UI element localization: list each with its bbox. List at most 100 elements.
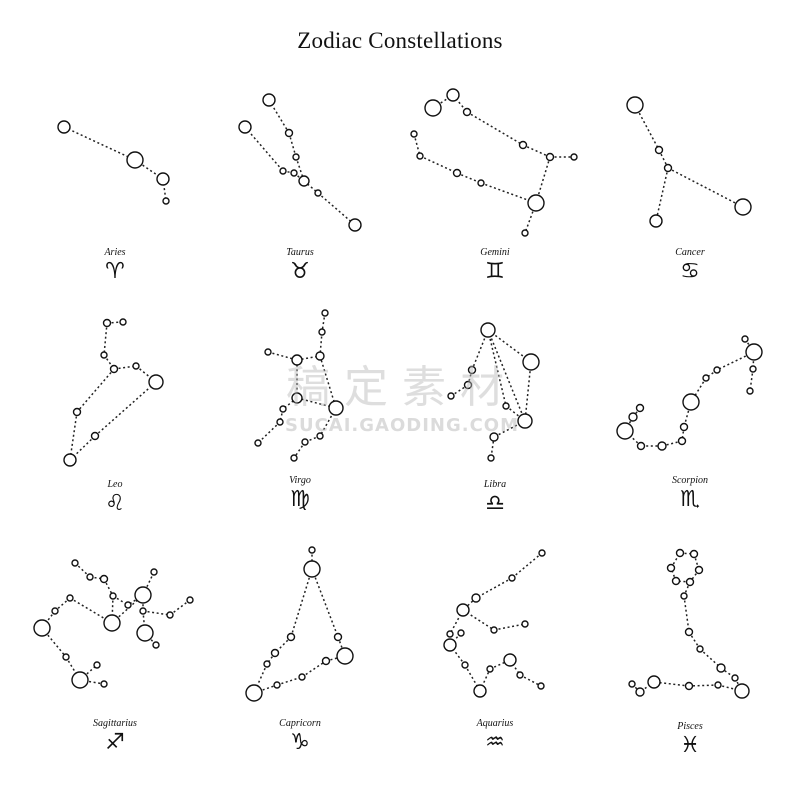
sagittarius-star	[86, 573, 94, 581]
aquarius-star	[490, 626, 498, 634]
pisces-link	[699, 648, 722, 669]
libra-star	[480, 322, 496, 338]
taurus-link	[244, 126, 284, 172]
aquarius-star	[537, 682, 545, 690]
aquarius-symbol-icon: ♒	[485, 730, 505, 755]
libra-link	[524, 361, 532, 422]
gemini-star	[446, 88, 460, 102]
aries-symbol-icon: ♈	[105, 259, 125, 284]
scorpion-star	[635, 403, 645, 413]
scorpion-star	[749, 365, 757, 373]
taurus-star	[348, 218, 362, 232]
sagittarius-star	[93, 661, 101, 669]
virgo-star	[315, 351, 325, 361]
pisces-link	[688, 684, 719, 687]
sagittarius-link	[74, 562, 91, 578]
pisces-star	[675, 548, 685, 558]
virgo-symbol-icon: ♍	[290, 487, 310, 512]
taurus-star	[284, 128, 294, 138]
sagittarius-star	[152, 641, 160, 649]
gemini-star	[521, 229, 529, 237]
leo-link	[76, 368, 115, 413]
taurus-label: Taurus	[286, 247, 314, 258]
sagittarius-link	[69, 597, 113, 624]
capricorn-star	[273, 681, 281, 689]
virgo-star	[291, 392, 303, 404]
virgo-label: Virgo	[289, 475, 311, 486]
pisces-link	[688, 631, 701, 650]
sagittarius-symbol-icon: ♐	[105, 730, 125, 755]
pisces-star	[696, 645, 704, 653]
leo-symbol-icon: ♌	[105, 491, 125, 516]
cancer-star	[626, 96, 644, 114]
leo-label: Leo	[107, 479, 123, 490]
leo-star	[90, 431, 100, 441]
virgo-star	[316, 432, 324, 440]
capricorn-star	[333, 632, 343, 642]
aquarius-star	[473, 684, 487, 698]
cancer-star	[654, 145, 664, 155]
aries-star	[57, 120, 71, 134]
pisces-star	[680, 592, 688, 600]
sagittarius-link	[103, 578, 114, 597]
leo-star	[109, 364, 119, 374]
sagittarius-star	[186, 596, 194, 604]
libra-star	[489, 432, 499, 442]
pisces-star	[685, 577, 695, 587]
pisces-star	[666, 563, 676, 573]
leo-star	[72, 407, 82, 417]
taurus-symbol-icon: ♉	[290, 259, 310, 284]
capricorn-star	[336, 647, 354, 665]
pisces-star	[647, 675, 661, 689]
virgo-star	[279, 405, 287, 413]
libra-symbol-icon: ♎	[485, 491, 505, 516]
capricorn-star	[308, 546, 316, 554]
scorpion-star	[677, 436, 687, 446]
capricorn-link	[325, 655, 346, 662]
aquarius-link	[519, 674, 542, 687]
sagittarius-link	[41, 610, 56, 629]
scorpion-star	[713, 366, 721, 374]
page-title: Zodiac Constellations	[297, 28, 503, 53]
cancer-star	[734, 198, 752, 216]
sagittarius-star	[99, 574, 109, 584]
pisces-label: Pisces	[676, 721, 703, 732]
constellation-stars	[33, 88, 763, 702]
gemini-symbol-icon: ♊	[485, 259, 505, 284]
aquarius-link	[464, 664, 481, 692]
pisces-star	[635, 687, 645, 697]
aquarius-star	[471, 593, 481, 603]
aries-star	[126, 151, 144, 169]
libra-star	[467, 365, 477, 375]
aquarius-star	[446, 630, 454, 638]
libra-link	[490, 436, 495, 459]
sagittarius-star	[71, 671, 89, 689]
libra-star	[487, 454, 495, 462]
pisces-star	[694, 565, 704, 575]
gemini-star	[570, 153, 578, 161]
taurus-star	[314, 189, 322, 197]
capricorn-link	[253, 684, 278, 694]
leo-link	[69, 411, 78, 461]
watermark: 稿定素材 SUCAI.GAODING.COM	[285, 362, 518, 436]
pisces-star	[628, 680, 636, 688]
virgo-star	[291, 354, 303, 366]
sagittarius-star	[51, 607, 59, 615]
capricorn-star	[321, 656, 331, 666]
virgo-star	[276, 418, 284, 426]
sagittarius-link	[142, 610, 171, 616]
taurus-star	[279, 167, 287, 175]
gemini-link	[413, 133, 421, 157]
scorpion-label: Scorpion	[672, 475, 708, 486]
capricorn-link	[290, 568, 313, 638]
sagittarius-star	[66, 594, 74, 602]
virgo-link	[293, 441, 306, 459]
scorpion-link	[624, 430, 642, 447]
leo-link	[113, 365, 137, 370]
cancer-star	[649, 214, 663, 228]
capricorn-star	[286, 632, 296, 642]
aquarius-star	[456, 603, 470, 617]
gemini-star	[518, 140, 528, 150]
aquarius-star	[508, 574, 516, 582]
